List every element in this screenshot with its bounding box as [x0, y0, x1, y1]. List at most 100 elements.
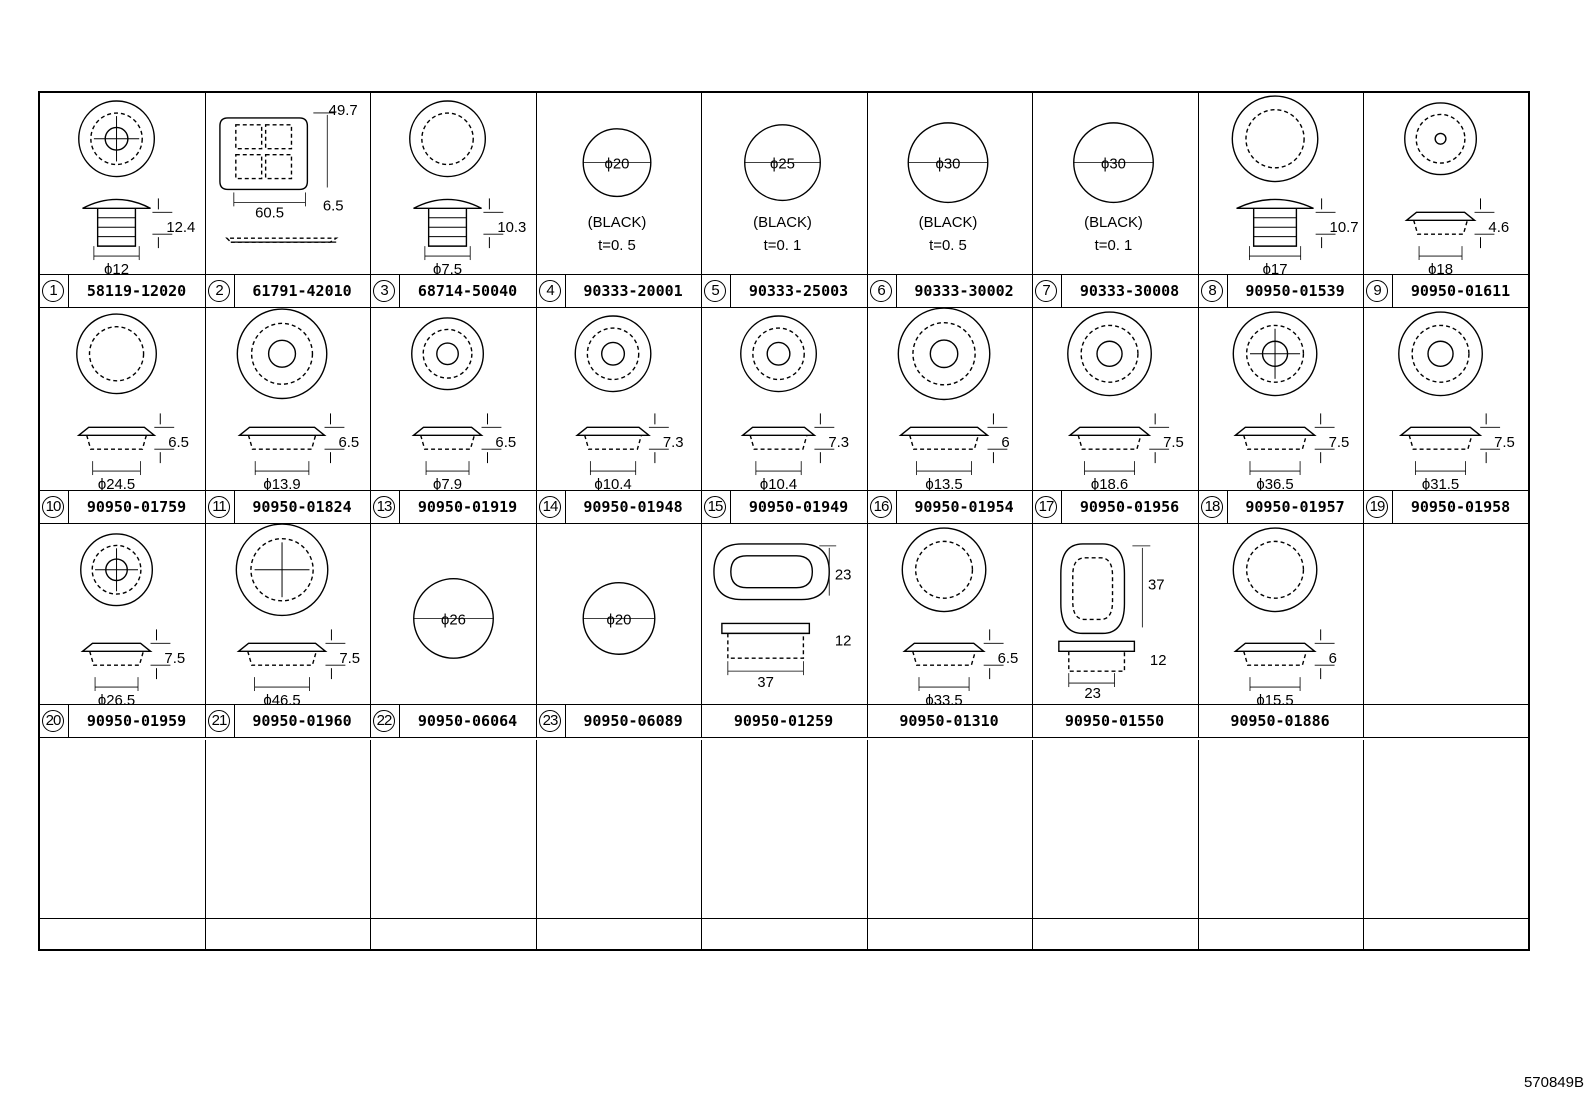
dimension-label: t=0. 5 [929, 238, 967, 254]
part-drawing-cell: ϕ20 [537, 524, 702, 705]
dimension-label: ϕ7.5 [433, 262, 462, 274]
part-drawing-cell [1364, 524, 1530, 705]
empty-cell [537, 740, 702, 919]
empty-cell [868, 740, 1033, 919]
part-number: 90950-01310 [899, 712, 999, 730]
dimension-label: 23 [1084, 686, 1101, 702]
callout-number: 11 [208, 496, 230, 518]
dimension-label: 12.4 [166, 220, 195, 236]
empty-cell [1364, 919, 1530, 951]
dimension-label: ϕ17 [1263, 262, 1288, 274]
dimension-label: ϕ20 [605, 157, 630, 173]
part-label: 9 90950-01611 [1364, 275, 1530, 308]
empty-cell [371, 919, 537, 951]
empty-cell [206, 919, 371, 951]
callout-number: 3 [373, 280, 395, 302]
callout-number: 9 [1366, 280, 1388, 302]
dimension-label: 6.5 [495, 435, 516, 451]
callout-number: 4 [539, 280, 561, 302]
part-label: 90950-01310 [868, 705, 1033, 738]
dimension-label: 6.5 [168, 435, 189, 451]
dimension-label: t=0. 1 [1095, 238, 1133, 254]
dimension-label: ϕ30 [1101, 157, 1126, 173]
part-label: 90950-01886 [1199, 705, 1364, 738]
part-number: 90950-01919 [417, 498, 518, 516]
part-number: 68714-50040 [417, 282, 518, 300]
dimension-label: ϕ10.4 [594, 477, 631, 490]
callout-number: 10 [42, 496, 64, 518]
part-number: 90333-30008 [1079, 282, 1180, 300]
part-number: 90950-01954 [914, 498, 1014, 516]
dimension-label: 49.7 [329, 103, 358, 119]
dimension-label: (BLACK) [1084, 215, 1143, 231]
empty-cell [1033, 740, 1199, 919]
part-drawing [1364, 524, 1529, 704]
dimension-label: 12 [835, 633, 852, 649]
dimension-label: ϕ15.5 [1256, 693, 1293, 704]
dimension-label: ϕ18.6 [1091, 477, 1128, 490]
dimension-label: 6 [1001, 435, 1009, 451]
dimension-label: ϕ33.5 [925, 693, 962, 704]
dimension-label: ϕ30 [936, 157, 961, 173]
part-number: 90950-01956 [1079, 498, 1180, 516]
dimension-label: 6.5 [998, 651, 1019, 667]
part-number: 90333-25003 [748, 282, 849, 300]
callout-number: 18 [1201, 496, 1223, 518]
part-drawing: ϕ30(BLACK)t=0. 5 [907, 122, 989, 254]
part-drawing-cell: ϕ20(BLACK)t=0. 5 [537, 93, 702, 275]
dimension-label: ϕ25 [770, 157, 795, 173]
part-label [1364, 705, 1530, 738]
empty-cell [1199, 919, 1364, 951]
part-number: 90950-01611 [1410, 282, 1511, 300]
callout-number: 6 [870, 280, 892, 302]
dimension-label: 7.5 [1329, 435, 1350, 451]
callout-number: 14 [539, 496, 561, 518]
dimension-label: 7.3 [663, 435, 684, 451]
empty-cell [868, 919, 1033, 951]
callout-number: 13 [373, 496, 395, 518]
dimension-label: ϕ7.9 [433, 477, 462, 490]
part-number: 90950-06064 [417, 712, 518, 730]
empty-cell [206, 740, 371, 919]
part-label: 90950-01550 [1033, 705, 1199, 738]
part-number: 90950-01759 [86, 498, 187, 516]
part-label: 14 90950-01948 [537, 491, 702, 524]
part-drawing: 7.3 ϕ10.4 [574, 315, 684, 490]
part-label: 16 90950-01954 [868, 491, 1033, 524]
part-drawing-cell: 6.5 ϕ7.9 [371, 308, 537, 491]
callout-number: 22 [373, 710, 395, 732]
dimension-label: 6.5 [338, 435, 359, 451]
part-drawing: 6 ϕ13.5 [897, 308, 1010, 490]
dimension-label: (BLACK) [588, 215, 647, 231]
part-label: 13 90950-01919 [371, 491, 537, 524]
dimension-label: ϕ18 [1428, 262, 1453, 274]
dimension-label: 60.5 [255, 205, 284, 221]
callout-number: 15 [704, 496, 726, 518]
part-number: 90950-01948 [583, 498, 683, 516]
empty-cell [1033, 919, 1199, 951]
dimension-label: ϕ26 [441, 612, 466, 628]
dimension-label: ϕ13.5 [925, 477, 962, 490]
part-number: 90950-01959 [86, 712, 187, 730]
callout-number: 16 [870, 496, 892, 518]
part-number: 90950-01886 [1230, 712, 1330, 730]
empty-cell [1364, 740, 1530, 919]
